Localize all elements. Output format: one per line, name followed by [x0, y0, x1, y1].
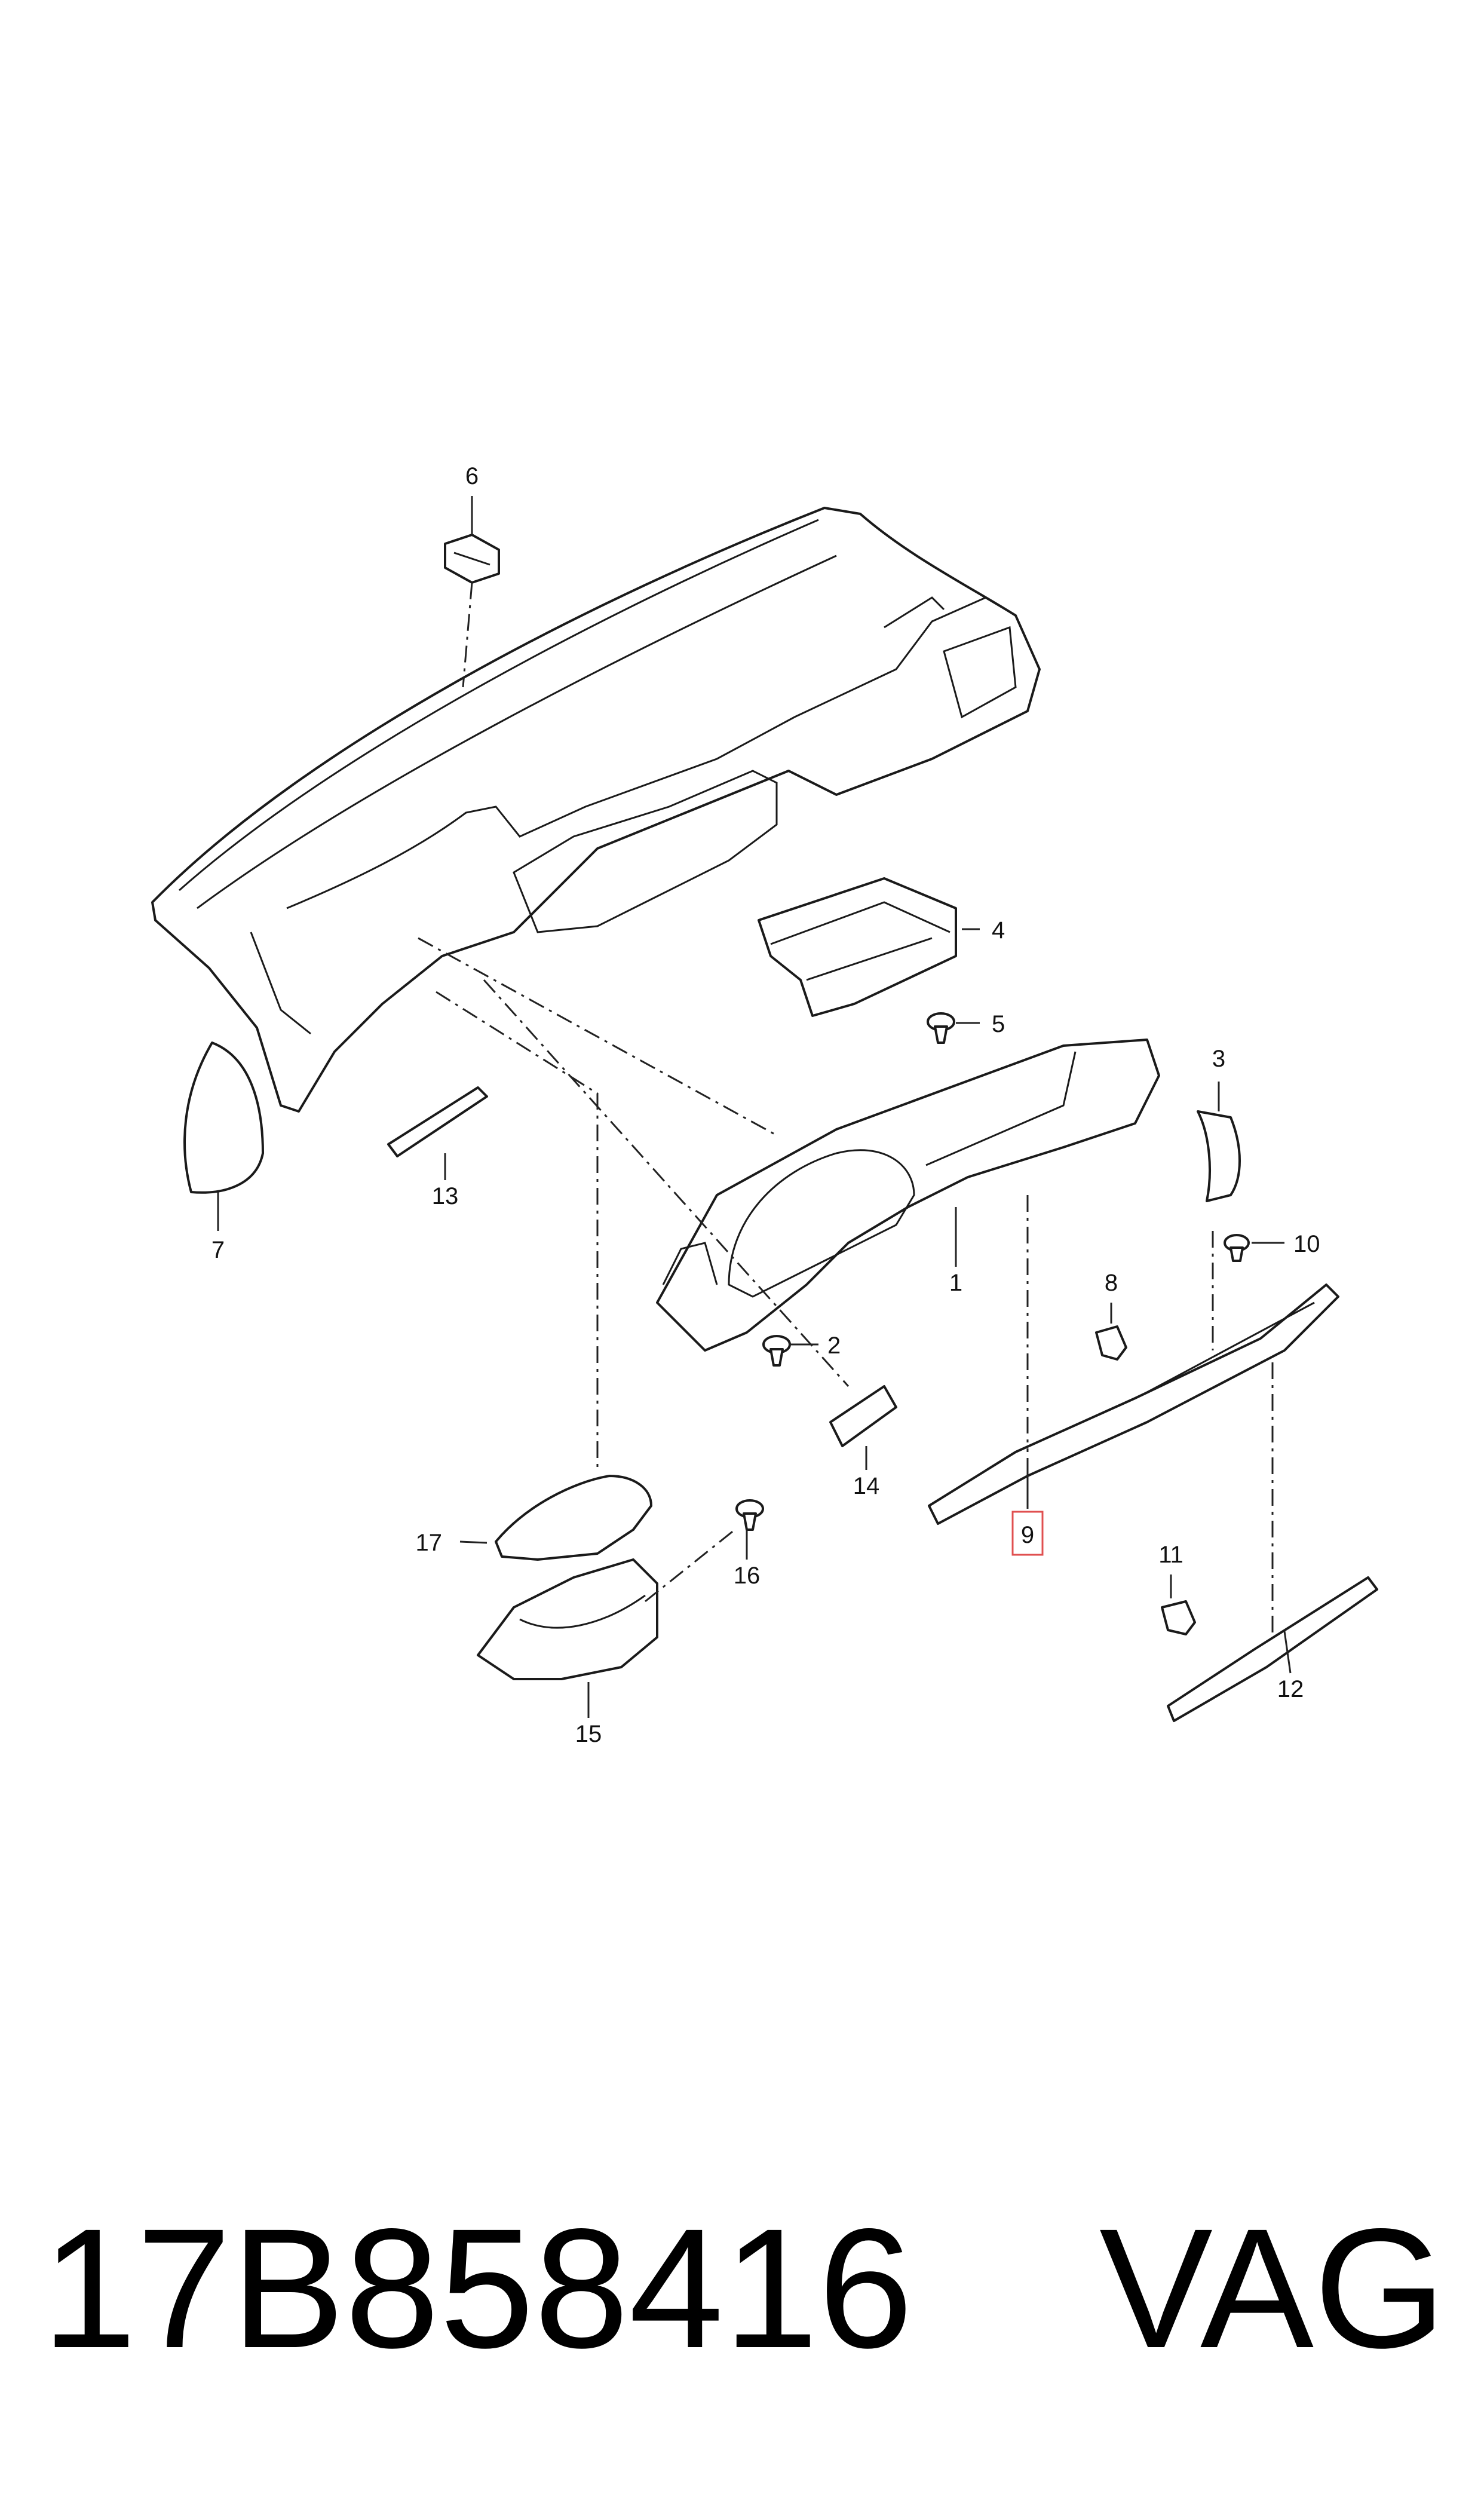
- part-9-trim-strip: [928, 1283, 1339, 1525]
- dashboard-body: [151, 507, 1041, 1113]
- callout-7: 7: [211, 1237, 225, 1263]
- callout-labels: 6 4 5 3 7 1 2 10 8 13 14 9 11 12 17 16 1…: [211, 463, 1320, 1747]
- callout-14: 14: [853, 1473, 880, 1499]
- callout-11: 11: [1158, 1542, 1183, 1568]
- callout-9-highlight-box: [1011, 1511, 1044, 1556]
- part-10-screw: [1224, 1234, 1250, 1262]
- callout-10: 10: [1293, 1231, 1320, 1257]
- callout-1: 1: [949, 1270, 962, 1296]
- callout-15: 15: [575, 1721, 602, 1747]
- callout-17: 17: [416, 1530, 443, 1556]
- part-12-lower-strip: [1167, 1576, 1378, 1722]
- part-15-lower-column-cover: [477, 1558, 658, 1680]
- callout-3: 3: [1212, 1046, 1225, 1072]
- callout-9: 9: [1021, 1522, 1034, 1548]
- part-2-screw: [762, 1335, 791, 1367]
- part-8-clip: [1095, 1325, 1127, 1361]
- part-4-bracket: [758, 877, 957, 1017]
- callout-4: 4: [992, 917, 1005, 944]
- callout-6: 6: [465, 463, 479, 489]
- brand-caption: VAG: [1099, 2194, 1446, 2384]
- part-16-screw: [735, 1499, 764, 1531]
- callout-2: 2: [827, 1332, 841, 1359]
- part-17-upper-column-cover: [495, 1475, 652, 1561]
- part-13-trim: [387, 1086, 488, 1157]
- callout-5: 5: [992, 1011, 1005, 1037]
- callout-12: 12: [1277, 1676, 1304, 1702]
- part-number-caption: 17B858416: [42, 2194, 913, 2384]
- part-6-sensor: [444, 534, 500, 584]
- part-14-trim: [829, 1385, 897, 1447]
- assembly-lines: [418, 582, 1274, 1637]
- part-7-end-cover: [183, 1041, 264, 1194]
- leader-lines: [217, 496, 1292, 1718]
- callout-8: 8: [1105, 1270, 1118, 1296]
- part-5-screw: [927, 1012, 955, 1044]
- part-1-instrument-trim: [656, 1039, 1160, 1352]
- callout-13: 13: [432, 1183, 459, 1209]
- callout-16: 16: [734, 1563, 761, 1589]
- part-11-clip: [1161, 1600, 1196, 1635]
- part-3-side-cover: [1197, 1110, 1241, 1202]
